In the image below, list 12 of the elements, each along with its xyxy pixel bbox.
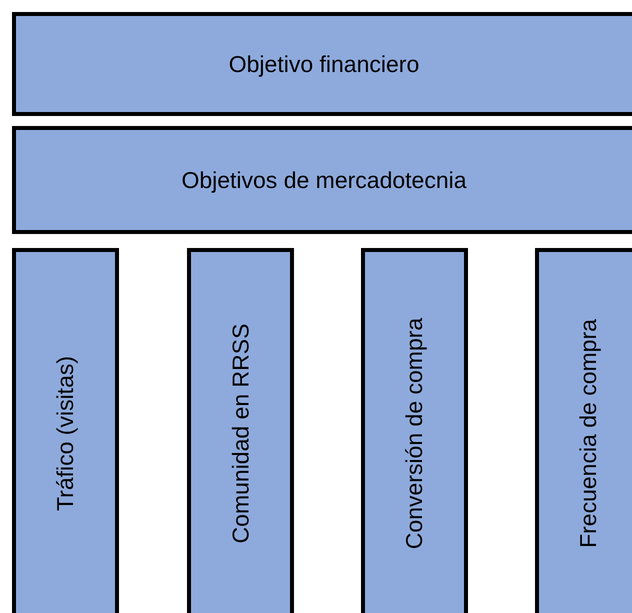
objective-label: Objetivos de mercadotecnia [181,166,467,194]
objective-column [12,248,119,613]
objective-band [12,12,632,116]
objective-label: Tráfico (visitas) [52,355,79,511]
objective-label: Objetivo financiero [228,50,420,78]
objective-label: Frecuencia de compra [575,318,602,548]
objective-column [361,248,468,613]
objective-column [187,248,294,613]
objective-label: Comunidad en RRSS [227,323,254,543]
objective-column [535,248,632,613]
objective-band [12,126,632,234]
objective-label: Conversión de compra [401,317,428,549]
